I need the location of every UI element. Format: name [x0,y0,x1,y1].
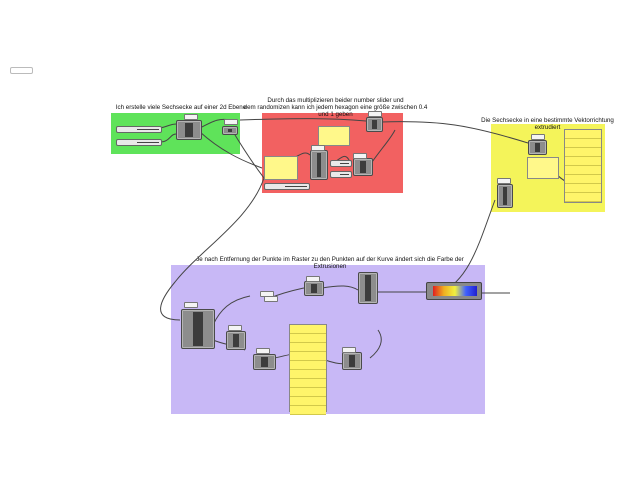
bounds-component[interactable] [253,354,276,370]
group-title-hexagon-grid: Ich erstelle viele Sechsecke auf einer 2… [115,104,247,111]
param-tag-purple-5[interactable] [342,347,356,353]
number-slider-max[interactable] [330,171,352,178]
random-output-panel[interactable] [318,126,350,146]
number-slider-seed[interactable] [264,183,310,190]
param-tag-purple-1[interactable] [184,302,198,308]
random-component[interactable] [310,150,328,180]
remap-component[interactable] [304,281,324,296]
param-tag-red-2[interactable] [311,145,325,151]
param-tag-purple-4[interactable] [306,276,320,282]
random-values-panel[interactable] [264,156,298,180]
list-item-component[interactable] [342,352,362,370]
hexagonal-grid-component[interactable] [176,120,202,140]
vector-panel[interactable] [527,157,559,179]
param-tag-purple-2[interactable] [228,325,242,331]
extrude-output-panel[interactable] [564,129,602,203]
distance-values-panel[interactable] [289,324,327,415]
group-title-extrude: Die Sechsecke in eine bestimmte Vektorri… [481,117,614,132]
number-slider-x[interactable] [116,126,162,133]
scale-component[interactable] [366,117,383,132]
param-tag-red-3[interactable] [353,153,367,159]
param-tag-green-2[interactable] [224,119,238,125]
number-slider-y[interactable] [116,139,162,146]
gradient-icon[interactable] [433,286,477,296]
group-title-random-scale: Durch das multiplizieren beider number s… [243,97,428,119]
unit-z-component[interactable] [497,184,513,208]
param-tag-green[interactable] [184,114,198,120]
multiplication-component[interactable] [353,158,373,176]
param-tag-yellow-2[interactable] [497,178,511,184]
distance-component[interactable] [226,331,246,350]
param-tag-purple-3[interactable] [256,348,270,354]
param-tag-purple-7[interactable] [264,296,278,302]
number-slider-min[interactable] [330,160,352,167]
param-tag-red-1[interactable] [368,111,382,117]
canvas-search-input[interactable] [10,67,33,74]
area-component[interactable] [222,126,238,135]
group-title-color-by-distance: Je nach Entfernung der Punkte im Raster … [196,256,464,271]
gradient-component[interactable] [426,282,482,300]
custom-preview-component[interactable] [358,272,378,304]
param-tag-yellow-1[interactable] [531,134,545,140]
curve-closest-point-component[interactable] [181,309,215,349]
extrude-component[interactable] [528,140,547,155]
